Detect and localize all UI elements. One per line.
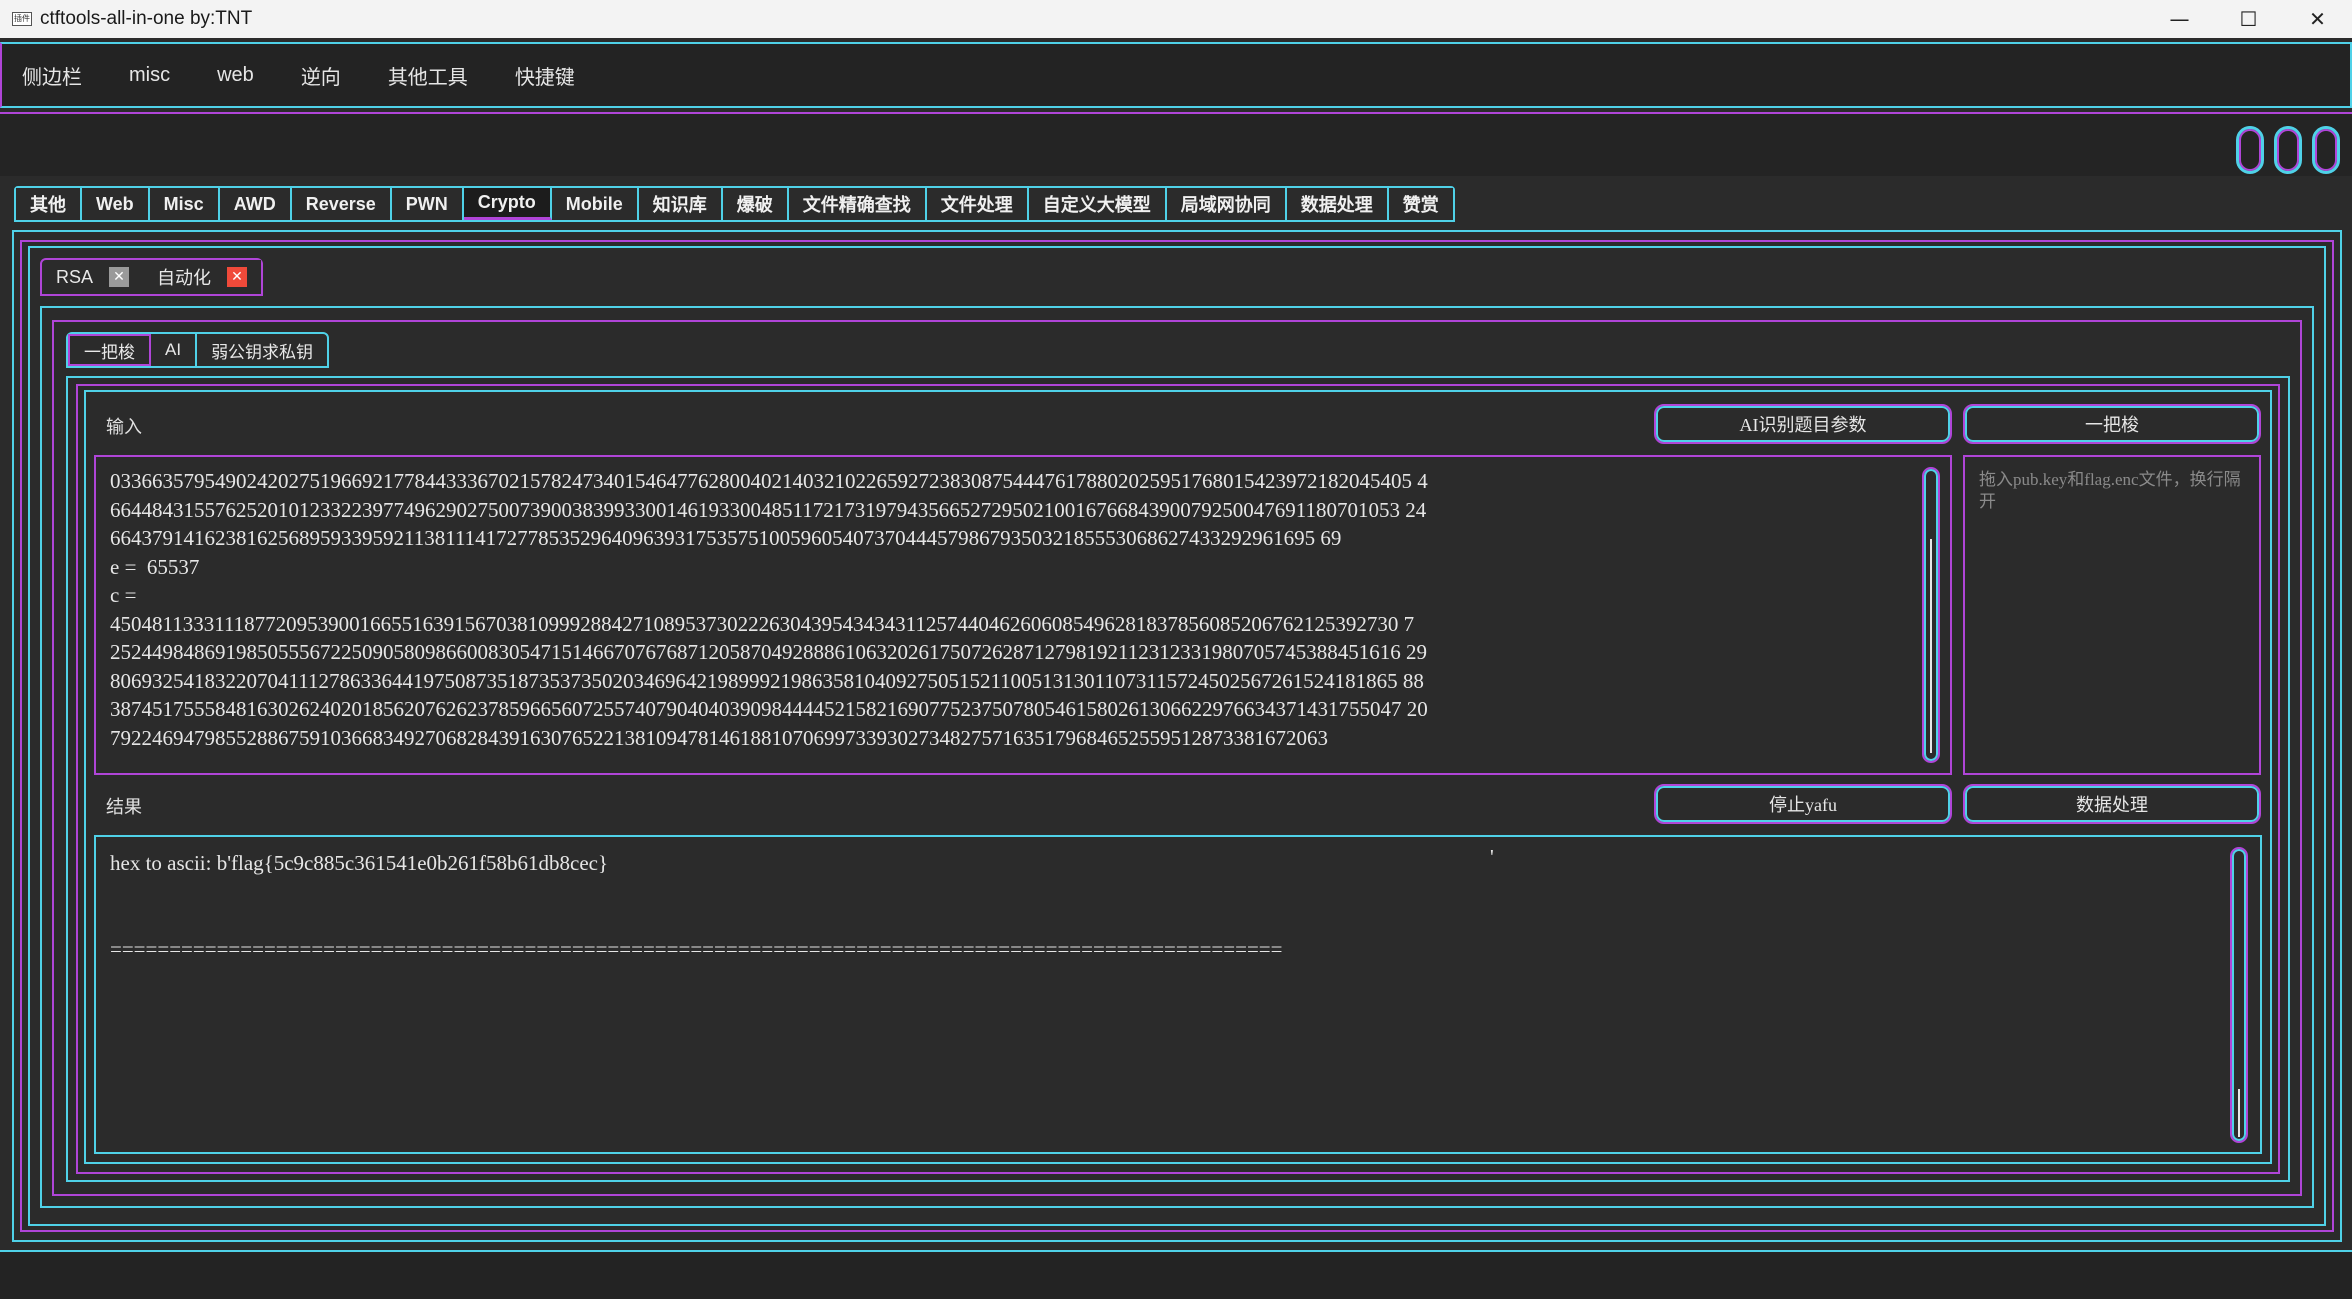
file-drop-area[interactable]: 拖入pub.key和flag.enc文件，换行隔开 [1963, 455, 2261, 775]
tab-mobile[interactable]: Mobile [551, 188, 639, 220]
result-textarea[interactable]: hex to ascii: b'flag{5c9c885c361541e0b26… [94, 835, 2262, 1154]
corner-button-3[interactable] [2312, 126, 2340, 174]
tab-web[interactable]: Web [82, 188, 150, 220]
result-scrollbar[interactable] [2230, 847, 2248, 1143]
automation-frame-inner [52, 320, 2302, 1196]
input-line-c-3: 8069325418322070411127863364419750873518… [110, 668, 1424, 693]
crypto-panel-inner-2 [28, 246, 2326, 1226]
corner-button-2[interactable] [2274, 126, 2302, 174]
tab-reverse[interactable]: Reverse [291, 188, 392, 220]
tab-misc[interactable]: Misc [149, 188, 220, 220]
toolbar-area [0, 112, 2352, 176]
crypto-panel-frame [12, 230, 2342, 1242]
menu-reverse[interactable]: 逆向 [300, 66, 341, 89]
tab-bruteforce[interactable]: 爆破 [722, 188, 789, 220]
maximize-button[interactable]: ☐ [2239, 7, 2258, 31]
subtab-automation[interactable]: 自动化 ✕ [143, 260, 262, 294]
input-line-c-1: 4504811333111877209539001665516391567038… [110, 611, 1415, 636]
window-title: ctftools-all-in-one by:TNT [40, 8, 253, 29]
tab-custom-llm[interactable]: 自定义大模型 [1028, 188, 1167, 220]
input-line-c-label: c = [110, 583, 137, 607]
tab-file-search[interactable]: 文件精确查找 [788, 188, 927, 220]
input-line-c-4: 3874517555848163026240201856207626237859… [110, 697, 1428, 721]
input-scrollbar[interactable] [1922, 467, 1940, 763]
input-textarea[interactable]: 0336635795490242027519669217784433367021… [94, 455, 1952, 775]
subtab-one-click[interactable]: 一把梭 [68, 334, 151, 366]
menu-bar: 侧边栏 misc web 逆向 其他工具 快捷键 [0, 42, 2352, 108]
app-icon: 插件 [12, 12, 32, 26]
tab-pwn[interactable]: PWN [391, 188, 464, 220]
one-click-frame [66, 376, 2290, 1182]
menu-sidebar[interactable]: 侧边栏 [22, 66, 82, 89]
crypto-subtab-bar: RSA ✕ 自动化 ✕ [40, 258, 264, 296]
input-scroll-thumb[interactable] [1930, 539, 1932, 753]
title-bar: 插件 ctftools-all-in-one by:TNT — ☐ ✕ [0, 0, 2352, 38]
ai-identify-params-button[interactable]: AI识别题目参数 [1654, 404, 1952, 444]
tab-awd[interactable]: AWD [219, 188, 292, 220]
input-line-n-3: 6643791416238162568959339592113811141727… [110, 526, 1342, 550]
minimize-button[interactable]: — [2169, 7, 2190, 31]
crypto-panel-inner [20, 240, 2334, 1232]
tab-lan-collab[interactable]: 局域网协同 [1166, 188, 1287, 220]
data-processing-button[interactable]: 数据处理 [1963, 784, 2261, 824]
automation-subtab-bar: 一把梭 AI 弱公钥求私钥 [66, 332, 330, 368]
subtab-weak-pubkey[interactable]: 弱公钥求私钥 [211, 342, 314, 362]
close-button[interactable]: ✕ [2309, 7, 2326, 31]
tab-donate[interactable]: 赞赏 [1388, 188, 1453, 220]
result-quote-mark: ' [1490, 845, 1494, 869]
input-line-n-1: 0336635795490242027519669217784433367021… [110, 469, 1428, 493]
subtab-ai[interactable]: AI [151, 334, 198, 366]
tab-file-processing[interactable]: 文件处理 [926, 188, 1029, 220]
close-rsa-tab-icon[interactable]: ✕ [109, 267, 130, 287]
result-flag-line: hex to ascii: b'flag{5c9c885c361541e0b26… [110, 851, 609, 875]
subtab-rsa[interactable]: RSA ✕ [42, 260, 143, 294]
result-scroll-thumb[interactable] [2238, 1089, 2240, 1137]
file-drop-placeholder: 拖入pub.key和flag.enc文件，换行隔开 [1979, 470, 2241, 511]
one-click-frame-inner-2 [84, 390, 2272, 1164]
input-line-e: e = 65537 [110, 554, 200, 579]
close-automation-tab-icon[interactable]: ✕ [227, 267, 248, 287]
result-separator: ========================================… [110, 937, 1283, 961]
stop-yafu-button[interactable]: 停止yafu [1654, 784, 1952, 824]
tab-knowledge-base[interactable]: 知识库 [638, 188, 723, 220]
status-bar [0, 1250, 2352, 1299]
input-line-c-5: 7922469479855288675910366834927068284391… [110, 725, 1328, 750]
one-click-frame-inner [76, 384, 2280, 1174]
automation-frame [40, 306, 2314, 1208]
window-controls: — ☐ ✕ [2145, 0, 2352, 38]
input-line-n-2: 6644843155762520101233223977496290275007… [110, 497, 1427, 522]
menu-other-tools[interactable]: 其他工具 [387, 66, 468, 89]
subtab-rsa-label: RSA [56, 266, 94, 287]
tab-crypto[interactable]: Crypto [463, 188, 552, 220]
tab-data-processing[interactable]: 数据处理 [1286, 188, 1389, 220]
input-label: 输入 [106, 417, 142, 437]
input-text-content: 0336635795490242027519669217784433367021… [110, 467, 1920, 752]
input-line-c-2: 2524498486919850555672250905809866008305… [110, 640, 1427, 664]
result-label: 结果 [106, 797, 142, 817]
menu-web[interactable]: web [217, 63, 254, 86]
one-click-solve-button[interactable]: 一把梭 [1963, 404, 2261, 444]
menu-shortcuts[interactable]: 快捷键 [514, 66, 575, 89]
corner-button-1[interactable] [2236, 126, 2264, 174]
subtab-automation-label: 自动化 [157, 268, 212, 288]
menu-misc[interactable]: misc [129, 63, 171, 86]
tab-other[interactable]: 其他 [16, 188, 82, 220]
main-tab-bar: 其他 Web Misc AWD Reverse PWN Crypto Mobil… [14, 186, 1455, 222]
